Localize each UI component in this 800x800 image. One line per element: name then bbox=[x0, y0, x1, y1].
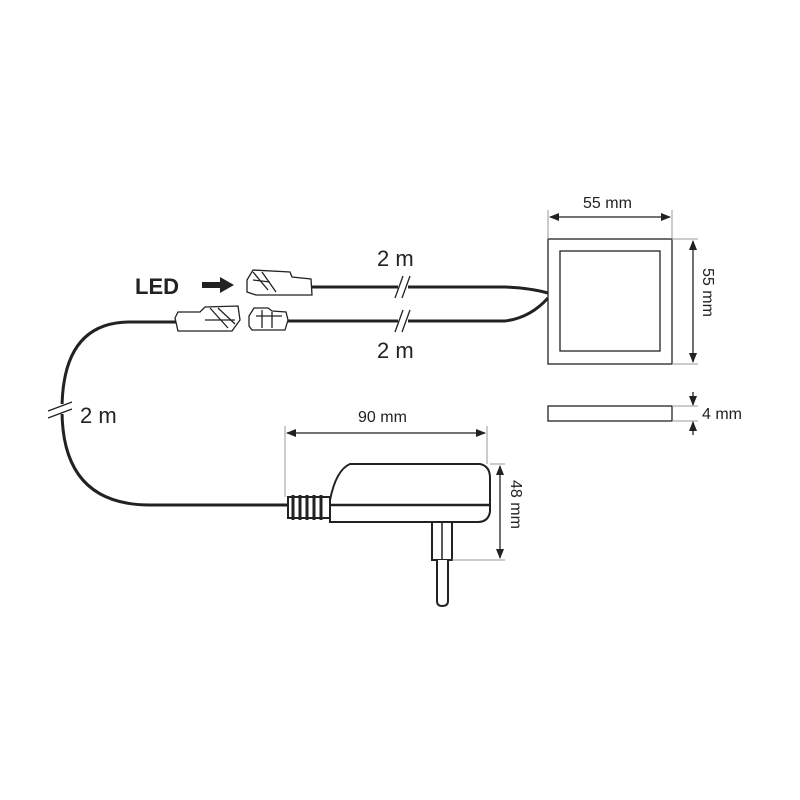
led-panel-side bbox=[547, 405, 673, 422]
break-mark-top bbox=[394, 275, 411, 299]
panel-height-label: 55 mm bbox=[699, 268, 716, 317]
led-connector-male bbox=[248, 307, 289, 331]
led-arrow-icon bbox=[202, 277, 234, 293]
break-mark-bottom bbox=[394, 309, 411, 333]
cable-length-bottom: 2 m bbox=[377, 338, 414, 363]
cable-length-top: 2 m bbox=[377, 246, 414, 271]
panel-height-dimension bbox=[672, 238, 698, 365]
power-adapter bbox=[287, 463, 491, 608]
led-wire-top bbox=[312, 285, 549, 295]
break-mark-adapter bbox=[47, 401, 73, 419]
panel-width-label: 55 mm bbox=[583, 195, 632, 212]
led-connector-female bbox=[246, 269, 313, 296]
panel-thickness-label: 4 mm bbox=[702, 406, 742, 423]
adapter-width-label: 90 mm bbox=[358, 409, 407, 426]
cable-length-adapter: 2 m bbox=[80, 403, 117, 428]
panel-thickness-dimension bbox=[672, 392, 698, 435]
panel-width-dimension bbox=[547, 210, 673, 239]
led-panel-front bbox=[547, 238, 673, 365]
adapter-width-dimension bbox=[284, 426, 488, 497]
adapter-height-label: 48 mm bbox=[507, 480, 524, 529]
led-wire-bottom bbox=[288, 296, 550, 323]
led-label: LED bbox=[135, 274, 179, 299]
adapter-height-dimension bbox=[452, 463, 505, 561]
adapter-connector-male bbox=[174, 305, 241, 332]
